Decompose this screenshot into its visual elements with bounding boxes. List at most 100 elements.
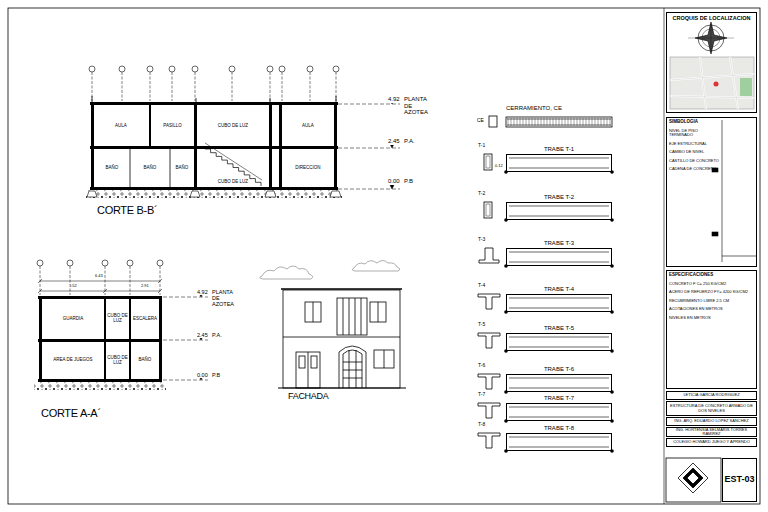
section-b-footings-part [87, 191, 97, 197]
section-a-ground [34, 382, 166, 390]
box-text: CAMBIO DE NIVEL [669, 150, 721, 154]
beam-section [478, 333, 500, 348]
box-title: TRABE T-3 [507, 240, 611, 247]
support [610, 449, 614, 453]
box-title: TRABE T-7 [507, 395, 611, 402]
drawing-label: CORTE B-B´ [96, 204, 158, 216]
drawing-label: 2.45 [196, 332, 209, 338]
axis-bubble [147, 66, 153, 72]
room-box: DIRECCION [282, 149, 334, 187]
row-box: LETICIA GARCIA RODRIGUEZ [666, 391, 757, 400]
lintel-section [489, 116, 497, 127]
logo-part [687, 472, 699, 484]
axis-bubble [307, 66, 313, 72]
box-title: CERRAMIENTO, CE [506, 105, 562, 112]
lintel-outline [506, 117, 612, 127]
box-title: CUBO DE LUZ [217, 180, 249, 185]
box-title: CROQUIS DE LOCALIZACION [669, 15, 754, 21]
rebar [509, 378, 609, 379]
facade-part [384, 350, 385, 368]
grid-axis [310, 72, 311, 101]
box-title: ESCALERA [132, 317, 158, 322]
rebar [509, 337, 609, 338]
section-a-structure-part [38, 379, 162, 382]
rebar [509, 252, 609, 253]
axis-bubble [119, 66, 125, 72]
drawing-label: 2.91 [140, 284, 150, 288]
section-b-partitions-part [130, 149, 131, 187]
drawing-label: T-5 [477, 322, 486, 328]
drawing-label: PLANTA DE AZOTEA [403, 96, 433, 116]
support [610, 349, 614, 353]
section-a-dimensions-part [40, 291, 160, 292]
section-b-structure-part [90, 102, 338, 105]
rebar [509, 262, 609, 263]
logo-part [683, 468, 703, 488]
drawing-label: T-8 [477, 422, 486, 428]
facade-part [311, 356, 317, 368]
tb-box: SIMBOLOGIANIVEL DE PISO TERMINADOEJE EST… [666, 117, 757, 267]
box-title: AULA [301, 124, 315, 129]
drawing-label: T-4 [477, 283, 486, 289]
section-b-partitions [92, 96, 336, 187]
section-b-levels-part [338, 104, 400, 105]
section-a-structure-part [38, 339, 162, 342]
room-box: BAÑO [170, 149, 194, 187]
drawing-label: CE [476, 118, 485, 124]
box-title: BAÑO [175, 166, 190, 171]
beam-section [478, 433, 500, 448]
box-title: ING. ARQ. EDUARDO LOPEZ SANCHEZ [674, 419, 748, 423]
box-text: RECUBRIMIENTO LIBRE 2.5 CM [669, 299, 754, 303]
beam-box: TRABE T-1 [506, 154, 612, 172]
box-title: EST-03 [724, 475, 754, 485]
drawing-label: PLANTA DE AZOTEA [211, 289, 241, 307]
location-sketch [670, 22, 754, 109]
box-title: TRABE T-4 [507, 286, 611, 293]
rebar [509, 447, 609, 448]
row-box: ING. HORTENSIA SELMARIS TORRES RAMIREZ [666, 427, 757, 437]
section-a-dimensions [38, 279, 162, 293]
tb-box: ESPECIFICACIONESCONCRETO F´C= 250 KG/CM2… [666, 270, 757, 389]
box-text: ACERO DE REFUERZO FY= 4200 KG/CM2 [669, 290, 754, 294]
support [610, 170, 614, 174]
beam-box: TRABE T-6 [506, 374, 612, 392]
drawing-label: P.A. [211, 332, 223, 338]
section-b-footings-part [330, 191, 341, 197]
box-title: CUBO DE LUZ [106, 314, 129, 324]
grid-axis [172, 72, 173, 101]
axis-bubble [157, 260, 163, 266]
facade-part [374, 350, 394, 368]
logo-part [666, 458, 721, 502]
facade-part [370, 302, 386, 322]
drawing-label: T-3 [477, 237, 486, 243]
support [610, 419, 614, 423]
drawing-label: 4.92 [196, 289, 209, 295]
drawing-label: T-6 [477, 363, 486, 369]
axis-bubble [267, 66, 273, 72]
room-box: CUBO DE LUZ [197, 106, 269, 146]
symbology-frame-part [722, 120, 723, 262]
facade-part [283, 337, 400, 338]
beam-section [479, 248, 499, 263]
facade-part [343, 362, 362, 363]
beam-section [478, 403, 500, 418]
section-b-structure [90, 102, 338, 190]
section-a-structure-part [159, 296, 162, 382]
room-box: CUBO DE LUZ [106, 342, 129, 379]
box-title: SIMBOLOGIA [669, 120, 721, 125]
tb-box: CROQUIS DE LOCALIZACION [666, 12, 757, 113]
facade-part [283, 290, 400, 388]
row-box: COLEGIO HOWARD JUEGO Y APRENDO [666, 438, 757, 447]
support [610, 218, 614, 222]
room-box: CUBO DE LUZ [197, 149, 269, 187]
location-sketch-part [670, 57, 754, 109]
drawing-label: T-2 [477, 191, 486, 197]
section-a-structure-part [38, 296, 162, 299]
section-b-levels-part [338, 148, 400, 149]
clouds-part [352, 261, 400, 272]
grid-axis [195, 72, 196, 101]
drawing-label: 0.00 [387, 178, 401, 185]
logo [666, 458, 721, 502]
facade-part [313, 302, 314, 322]
symbology-frame-part [722, 256, 757, 257]
